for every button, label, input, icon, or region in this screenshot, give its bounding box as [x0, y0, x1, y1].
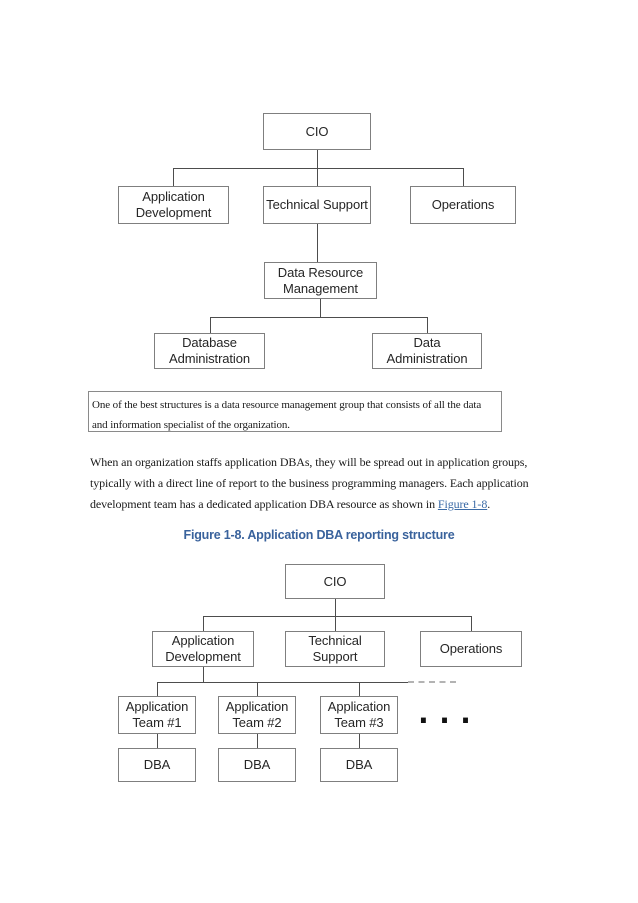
chart1-box-cio: CIO	[263, 113, 371, 150]
paragraph-text: development team has a dedicated applica…	[90, 497, 438, 511]
chart1-connector-stub-appdev	[173, 168, 174, 186]
chart2-box-technical-support: Technical Support	[285, 631, 385, 667]
chart2-connector-stub-team1	[157, 682, 158, 696]
chart2-connector-team1-dba	[157, 734, 158, 748]
chart1-box-data-resource-management: Data Resource Management	[264, 262, 377, 299]
paragraph-line: development team has a dedicated applica…	[90, 494, 560, 515]
chart2-connector-team2-dba	[257, 734, 258, 748]
chart2-connector-stub-team2	[257, 682, 258, 696]
chart2-connector-stub-techsupport	[335, 616, 336, 631]
chart2-connector-stub-operations	[471, 616, 472, 631]
chart2-box-dba-1: DBA	[118, 748, 196, 782]
chart1-box-operations: Operations	[410, 186, 516, 224]
paragraph-text: .	[487, 497, 491, 511]
chart2-box-application-development: Application Development	[152, 631, 254, 667]
chart1-connector-stub-dbadmin	[210, 317, 211, 333]
chart2-box-cio: CIO	[285, 564, 385, 599]
chart2-box-operations: Operations	[420, 631, 522, 667]
note-line: and information specialist of the organi…	[92, 419, 290, 431]
chart2-box-dba-3: DBA	[320, 748, 398, 782]
note-box: One of the best structures is a data res…	[88, 391, 502, 432]
chart2-connector-teams	[157, 682, 408, 683]
chart1-box-application-development: Application Development	[118, 186, 229, 224]
chart1-connector-techsupport-down	[317, 224, 318, 262]
chart2-box-dba-2: DBA	[218, 748, 296, 782]
chart2-connector-teams-dashed	[408, 681, 456, 683]
note-line: One of the best structures is a data res…	[92, 399, 482, 411]
chart2-connector-appdev-down	[203, 667, 204, 682]
chart2-box-application-team-3: Application Team #3	[320, 696, 398, 734]
chart1-connector-level2	[173, 168, 464, 169]
body-paragraph: When an organization staffs application …	[90, 452, 560, 515]
ellipsis-more-teams: ...	[414, 696, 478, 731]
chart1-connector-level4	[210, 317, 428, 318]
figure-caption: Figure 1-8. Application DBA reporting st…	[183, 528, 455, 542]
chart1-box-data-administration: Data Administration	[372, 333, 482, 369]
chart2-connector-cio-down	[335, 599, 336, 616]
chart2-connector-level2	[203, 616, 471, 617]
chart1-connector-stub-operations	[463, 168, 464, 186]
chart1-connector-drm-down	[320, 299, 321, 317]
chart1-connector-stub-dataadmin	[427, 317, 428, 333]
paragraph-line: typically with a direct line of report t…	[90, 476, 529, 490]
chart2-box-application-team-1: Application Team #1	[118, 696, 196, 734]
chart2-connector-team3-dba	[359, 734, 360, 748]
paragraph-line: When an organization staffs application …	[90, 455, 528, 469]
chart1-box-technical-support: Technical Support	[263, 186, 371, 224]
figure-1-8-link[interactable]: Figure 1-8	[437, 497, 488, 511]
chart2-connector-stub-appdev	[203, 616, 204, 631]
chart2-connector-stub-team3	[359, 682, 360, 696]
chart1-box-database-administration: Database Administration	[154, 333, 265, 369]
chart2-box-application-team-2: Application Team #2	[218, 696, 296, 734]
